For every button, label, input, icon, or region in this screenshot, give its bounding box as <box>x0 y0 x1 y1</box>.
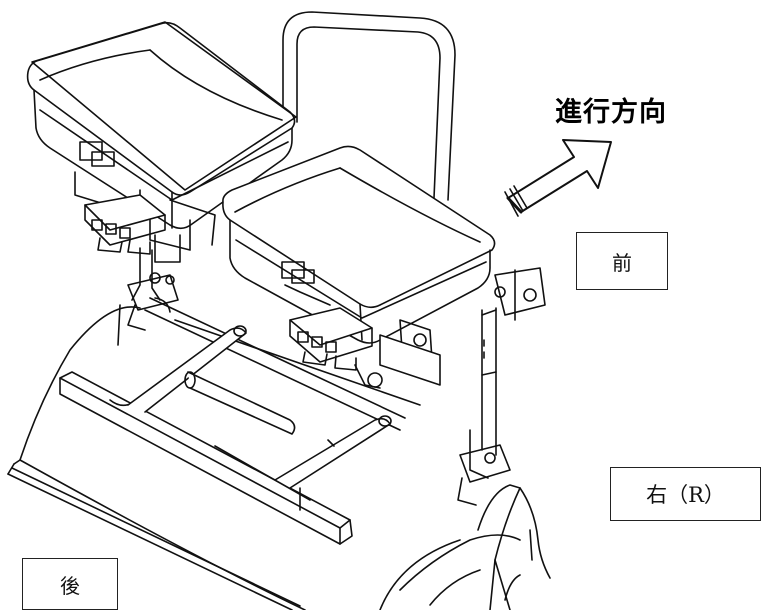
rear-frame <box>282 11 456 201</box>
right-label-box: 右（R） <box>610 467 761 521</box>
wheel-cover <box>477 484 551 611</box>
front-label: 前 <box>612 250 632 275</box>
rear-label: 後 <box>60 573 80 598</box>
left-metering-unit <box>84 194 216 263</box>
right-seed-box <box>222 145 496 344</box>
right-side-post <box>457 267 546 506</box>
front-label-box: 前 <box>576 232 668 290</box>
rear-label-box: 後 <box>22 558 118 610</box>
ladder-platform <box>59 325 392 545</box>
right-metering-unit <box>289 307 441 389</box>
hood-cover <box>7 306 521 611</box>
right-label: 右（R） <box>646 483 725 507</box>
direction-label: 進行方向 <box>555 97 667 128</box>
cross-rails <box>144 297 421 431</box>
left-bracket <box>117 247 179 346</box>
direction-arrow <box>504 139 612 217</box>
